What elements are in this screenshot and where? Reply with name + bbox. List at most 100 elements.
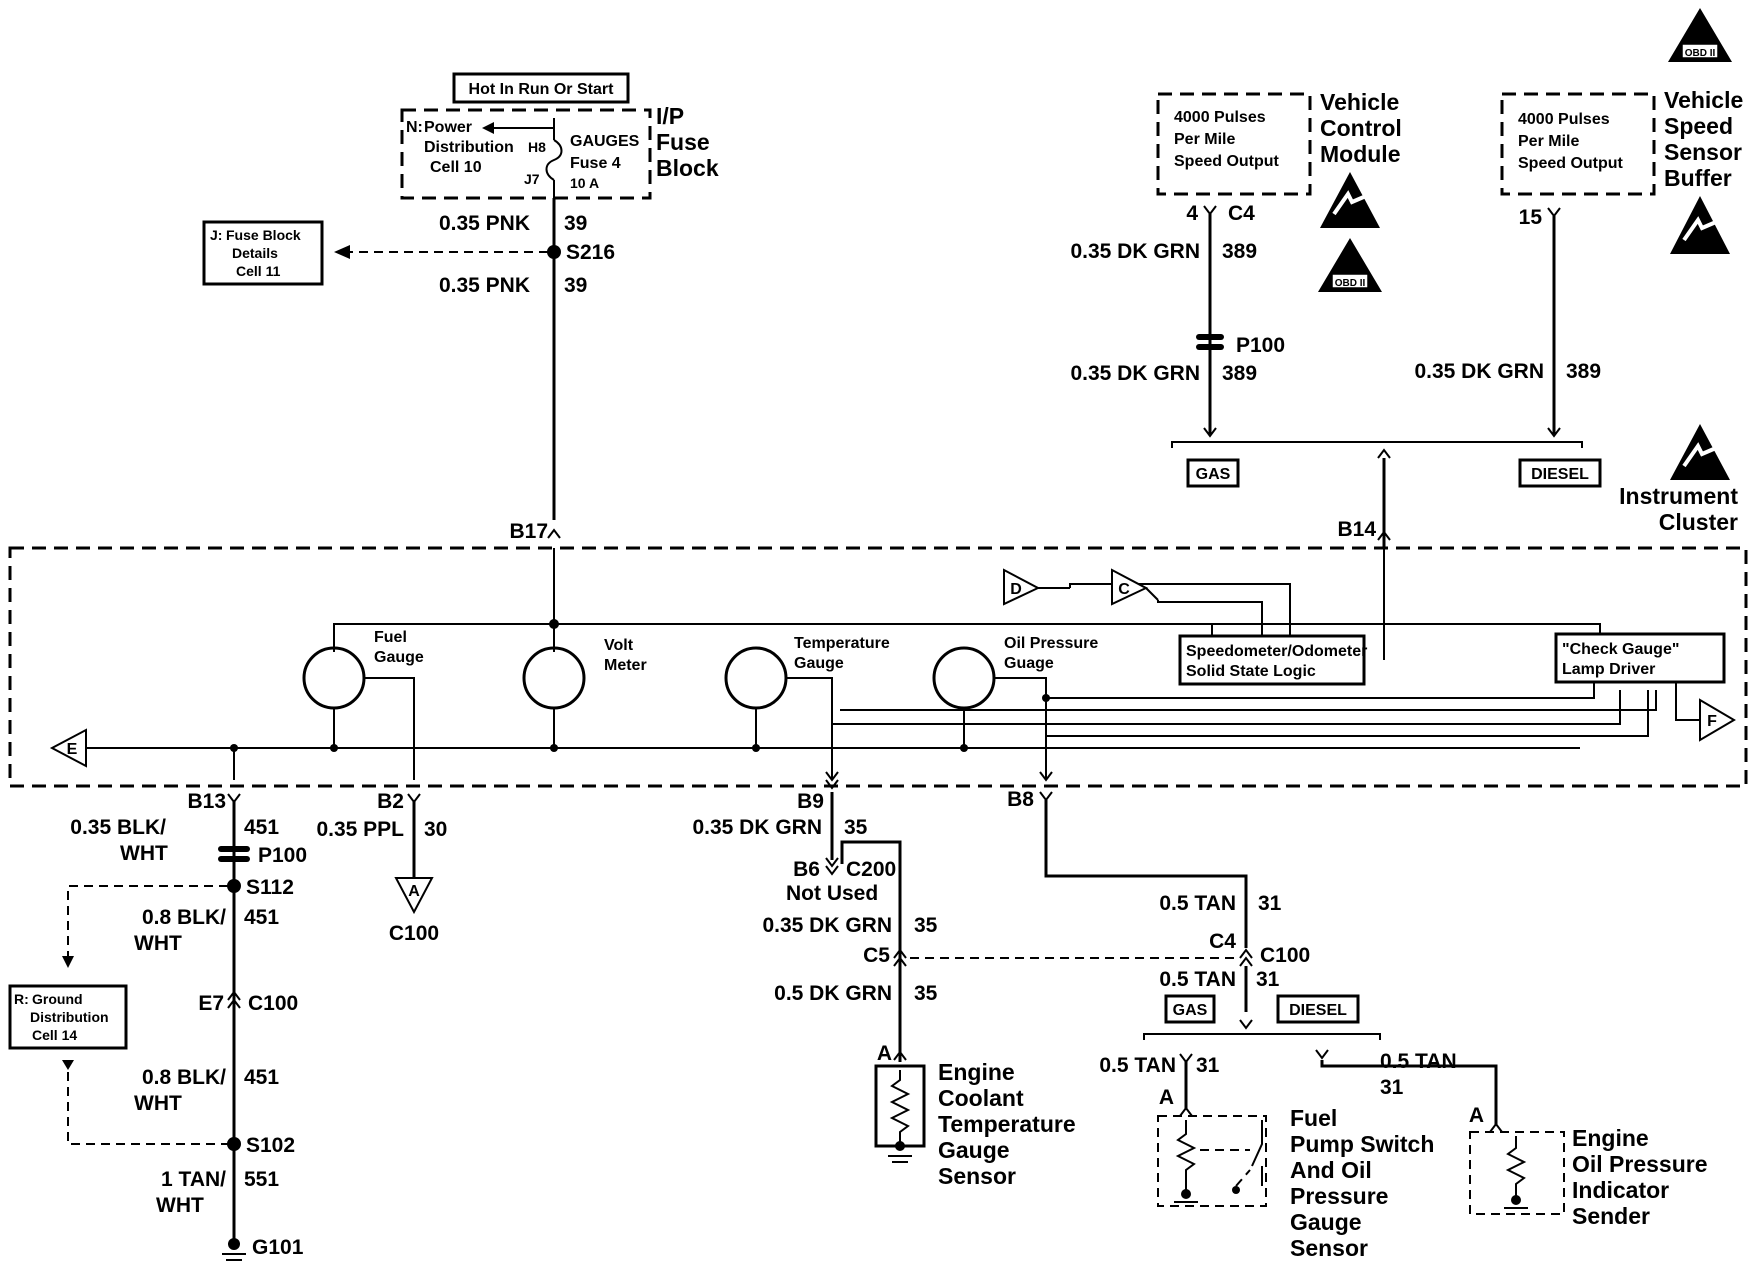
oil-check-node xyxy=(1042,694,1050,702)
fuse-details-line3: Cell 11 xyxy=(236,263,281,279)
fuel-pump-switch-label-4: Pressure xyxy=(1290,1183,1388,1209)
ref-f-icon xyxy=(1699,698,1736,742)
ref-e: E xyxy=(67,741,78,758)
coolant-sensor-icon xyxy=(874,1064,926,1163)
temperature-gauge-label-1: Temperature xyxy=(794,635,890,652)
fuel-pump-switch-label-1: Fuel xyxy=(1290,1105,1337,1131)
ref-d-icon xyxy=(1003,568,1041,606)
splice-s216-label: S216 xyxy=(566,241,615,264)
esd-icon-cluster xyxy=(1670,424,1730,480)
ground-wire4-line1: 1 TAN/ xyxy=(161,1168,226,1191)
temp-pin-c5: C5 xyxy=(863,944,890,967)
fuel-out-ref-icon xyxy=(394,877,434,915)
fuse-line2: Fuse 4 xyxy=(570,155,621,172)
volt-meter-label-2: Meter xyxy=(604,657,647,674)
check-gauge-to-ref-f xyxy=(1675,682,1700,721)
vss-bottom-connector-icon xyxy=(1547,427,1561,438)
oil-diesel-tag-box xyxy=(1276,994,1360,1024)
wire-pnk-top-gauge: 0.35 PNK xyxy=(439,212,530,235)
vcm-title-1: Vehicle xyxy=(1320,89,1399,115)
vcm-title-3: Module xyxy=(1320,141,1401,167)
vss-wire-circuit: 389 xyxy=(1566,360,1601,383)
instrument-cluster-outline xyxy=(8,546,1748,788)
vss-pin: 15 xyxy=(1519,206,1543,229)
oil-gas-branch-icon xyxy=(1179,1053,1193,1064)
pin-b17-connector-icon xyxy=(547,528,561,539)
fuel-pump-switch-label-3: And Oil xyxy=(1290,1157,1372,1183)
vcm-p100-inline-icon xyxy=(1196,334,1224,350)
wire-pnk-bot-circuit: 39 xyxy=(564,274,587,297)
fuse-bottom-pin: J7 xyxy=(524,171,540,187)
vcm-wire2-circuit: 389 xyxy=(1222,362,1257,385)
ground-c100-icon xyxy=(227,990,241,1009)
power-dist-line2: Distribution xyxy=(424,139,514,156)
temperature-gauge-signal-lead xyxy=(786,677,833,780)
ground-wire1-line2: WHT xyxy=(120,842,168,865)
oil-out-pin: B8 xyxy=(1007,788,1034,811)
temp-c5-icon xyxy=(893,948,907,967)
ref-c-icon xyxy=(1111,568,1149,606)
ground-wire2-line2: WHT xyxy=(134,932,182,955)
oil-sender-pin-icon xyxy=(1489,1122,1503,1133)
cluster-title-1: Instrument xyxy=(1619,483,1738,509)
oil-pin-c4: C4 xyxy=(1209,930,1236,953)
vcm-pin: 4 xyxy=(1186,202,1198,225)
obd-ii-icon-top-right: OBD II xyxy=(1668,8,1732,62)
coolant-sensor-label-4: Gauge xyxy=(938,1137,1010,1163)
ip-fuse-block-title-2: Fuse xyxy=(656,129,710,155)
vss-pulses-2: Per Mile xyxy=(1518,133,1579,150)
vss-outline xyxy=(1500,92,1656,196)
vss-wire-gauge: 0.35 DK GRN xyxy=(1414,360,1544,383)
fuel-out-wire-gauge: 0.35 PPL xyxy=(316,818,404,841)
vss-diesel-tag: DIESEL xyxy=(1531,466,1589,483)
temp-sensor-pin-icon xyxy=(893,1050,907,1061)
splice-s112-label: S112 xyxy=(246,876,294,899)
coolant-sensor-label-2: Coolant xyxy=(938,1085,1024,1111)
splice-s112 xyxy=(227,879,241,893)
fuel-pump-switch-icon xyxy=(1157,1115,1267,1207)
ground-id: G101 xyxy=(252,1236,304,1259)
fuse-details-prefix: J: xyxy=(210,227,222,243)
temp-conn-c200: C200 xyxy=(846,858,896,881)
oil-to-check-gauge-lead xyxy=(1046,682,1595,699)
oil-out-wire3-gauge: 0.5 TAN xyxy=(1099,1054,1176,1077)
cluster-title-2: Cluster xyxy=(1659,509,1738,535)
fuel-gauge-ground-node xyxy=(330,744,338,752)
ref-e-icon xyxy=(49,728,87,768)
vcm-wire1-circuit: 389 xyxy=(1222,240,1257,263)
fuel-out-connector: C100 xyxy=(389,922,439,945)
fuel-pump-switch-label-2: Pump Switch xyxy=(1290,1131,1434,1157)
temp-pin-b6: B6 xyxy=(793,858,820,881)
check-gauge-return xyxy=(840,690,1657,711)
oil-sender-label-1: Engine xyxy=(1572,1125,1649,1151)
oil-switch-pin-icon xyxy=(1179,1106,1193,1117)
ground-wire4-line2: WHT xyxy=(156,1194,204,1217)
oil-sender-pin: A xyxy=(1469,1104,1484,1127)
vcm-pulses-2: Per Mile xyxy=(1174,131,1235,148)
ground-pin-e7: E7 xyxy=(198,992,224,1015)
fuel-pump-switch-label-5: Gauge xyxy=(1290,1209,1362,1235)
oil-gas-diesel-bracket xyxy=(1143,1033,1381,1040)
vcm-outline xyxy=(1156,92,1312,196)
ground-dist-arrow-up-icon xyxy=(62,956,74,968)
vcm-pulses-1: 4000 Pulses xyxy=(1174,109,1266,126)
check-gauge-box xyxy=(1554,632,1726,684)
ground-wire1-circuit: 451 xyxy=(244,816,279,839)
wire-pnk-bot-gauge: 0.35 PNK xyxy=(439,274,530,297)
ground-wire3-line1: 0.8 BLK/ xyxy=(142,1066,226,1089)
power-dist-line1: Power xyxy=(424,119,472,136)
ref-c: C xyxy=(1118,581,1130,598)
vcm-bottom-connector-icon xyxy=(1203,427,1217,438)
ground-dist-line1: Ground xyxy=(32,991,83,1007)
coolant-sensor-label-3: Temperature xyxy=(938,1111,1076,1137)
oil-diesel-tag: DIESEL xyxy=(1289,1002,1347,1019)
temperature-gauge-label-2: Gauge xyxy=(794,655,844,672)
ref-f: F xyxy=(1707,713,1717,730)
volt-meter-icon xyxy=(522,646,586,710)
oil-pressure-gauge-label-1: Oil Pressure xyxy=(1004,635,1098,652)
fuse-line3: 10 A xyxy=(570,175,599,191)
esd-icon-vss xyxy=(1670,196,1730,254)
speedo-logic-label-1: Speedometer/Odometer xyxy=(1186,643,1367,660)
temp-out-wire2-circuit: 35 xyxy=(914,914,938,937)
